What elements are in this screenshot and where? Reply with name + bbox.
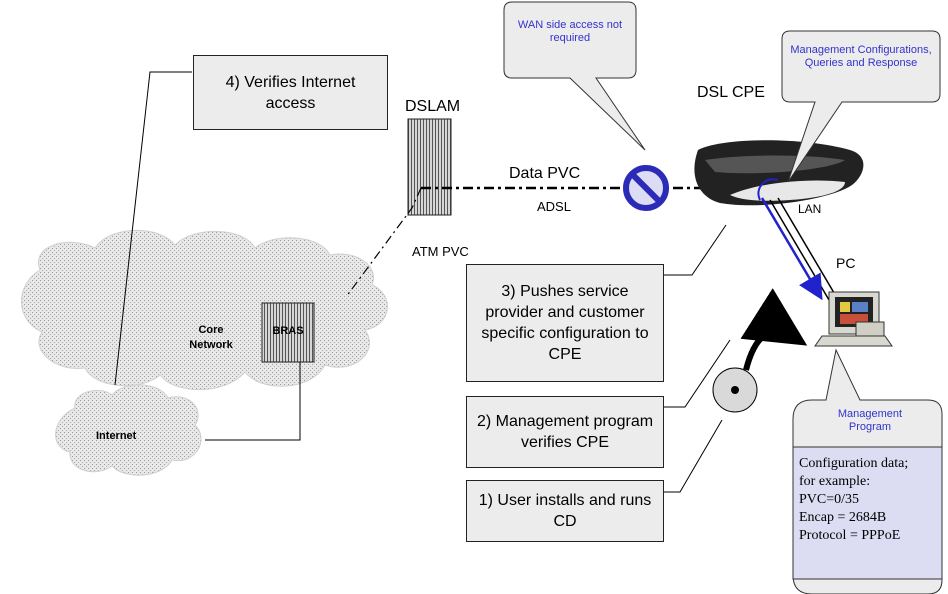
dsl-cpe-modem-icon — [694, 140, 864, 206]
pc-computer-icon — [814, 291, 893, 347]
pc-label: PC — [836, 255, 856, 271]
wan-callout-text: WAN side access not required — [517, 19, 623, 44]
step4-box: 4) Verifies Internet access — [193, 55, 388, 130]
management-callout-text: Management Configurations, Queries and R… — [790, 44, 932, 69]
internet-bras-connector — [205, 362, 301, 441]
lan-loop — [757, 178, 779, 201]
core-network-label: Core Network — [189, 324, 233, 351]
step2-box: 2) Management program verifies CPE — [466, 396, 664, 468]
install-arrow — [740, 288, 808, 371]
lan-cable-line-2 — [777, 197, 841, 304]
internet-cloud — [55, 384, 202, 476]
config-line: PVC=0/35 — [799, 492, 860, 507]
dsl-cpe-label: DSL CPE — [697, 84, 765, 101]
lan-label: LAN — [798, 202, 822, 216]
no-access-icon — [623, 165, 669, 211]
step4-connector — [114, 71, 192, 386]
step3-box: 3) Pushes service provider and customer … — [466, 264, 664, 382]
step3-connector — [664, 224, 727, 276]
atm-pvc-line — [345, 187, 422, 298]
internet-label: Internet — [96, 430, 137, 442]
management-callout-bubble — [781, 30, 941, 183]
core-network-cloud — [21, 229, 388, 391]
cd-disc-icon — [712, 367, 758, 413]
step1-box: 1) User installs and runs CD — [466, 480, 664, 542]
config-data-panel — [792, 446, 943, 580]
config-line: Protocol = PPPoE — [799, 528, 901, 543]
dslam-label: DSLAM — [405, 98, 461, 115]
config-line: Configuration data; — [799, 456, 909, 471]
step1-connector — [664, 419, 723, 493]
atm-pvc-label: ATM PVC — [412, 244, 469, 259]
data-pvc-label: Data PVC — [509, 165, 581, 182]
config-data-text: Configuration data; for example: PVC=0/3… — [799, 455, 941, 545]
step2-connector — [664, 339, 731, 408]
bras-device — [261, 302, 315, 363]
lan-blue-arrow — [760, 197, 823, 301]
adsl-label: ADSL — [537, 199, 571, 214]
wan-callout-bubble — [503, 1, 646, 151]
config-line: Encap = 2684B — [799, 510, 887, 525]
dslam-device — [407, 118, 452, 216]
bras-label: BRAS — [272, 325, 304, 337]
config-line: for example: — [799, 474, 871, 489]
program-callout-text: Management Program — [837, 408, 903, 433]
